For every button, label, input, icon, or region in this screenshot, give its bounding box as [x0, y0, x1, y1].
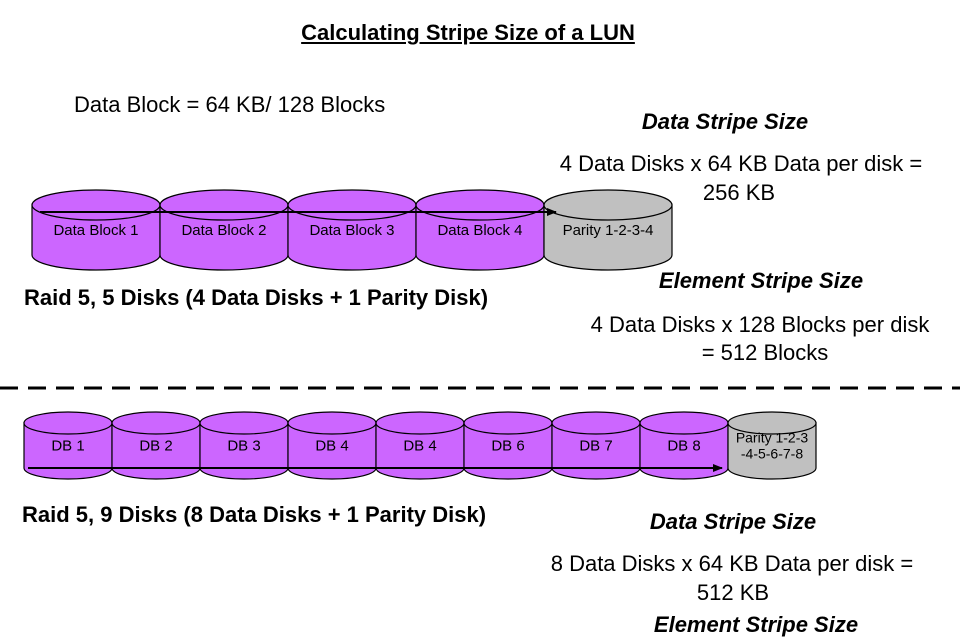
raid5-5-element-stripe-heading: Element Stripe Size: [658, 268, 864, 293]
raid5-9-disk-2-label: DB 2: [139, 438, 172, 455]
raid5-5-disk-3-body: [287, 204, 417, 271]
raid5-5-disk-1-body: [31, 204, 161, 271]
raid5-9-disk-6-top: [463, 411, 553, 435]
raid5-9-disk-7-top: [551, 411, 641, 435]
raid5-5-parity-disk-label: Parity 1-2-3-4: [563, 222, 654, 239]
raid5-9-disk-2-top: [111, 411, 201, 435]
raid5-9-disk-4-label: DB 4: [315, 438, 348, 455]
page-title: Calculating Stripe Size of a LUN: [301, 20, 635, 45]
raid5-5-disk-group: Data Block 1 Data Block 2 Data Block 3 Data…: [31, 189, 673, 271]
raid5-9-disk-7: DB 7: [551, 411, 641, 480]
raid5-5-data-stripe-line1: 4 Data Disks x 64 KB Data per disk =: [559, 151, 923, 176]
raid5-5-parity-disk-top: [543, 189, 673, 221]
raid5-5-caption: Raid 5, 5 Disks (4 Data Disks + 1 Parity…: [24, 285, 489, 310]
raid5-5-disk-4-body: [415, 204, 545, 271]
raid5-9-disk-1-top: [23, 411, 113, 435]
raid5-5-disk-1: Data Block 1: [31, 189, 161, 271]
raid5-9-disk-7-label: DB 7: [579, 438, 612, 455]
raid5-9-disk-1-label: DB 1: [51, 438, 84, 455]
raid5-9-disk-4: DB 4: [287, 411, 377, 480]
raid5-9-disk-6: DB 6: [463, 411, 553, 480]
raid5-9-caption: Raid 5, 9 Disks (8 Data Disks + 1 Parity…: [22, 502, 487, 527]
raid5-5-disk-3-top: [287, 189, 417, 221]
raid5-5-data-stripe-line2: 256 KB: [702, 180, 776, 205]
raid5-5-disk-4: Data Block 4: [415, 189, 545, 271]
raid5-9-disk-4-body: [287, 422, 377, 480]
raid5-5-data-stripe-heading: Data Stripe Size: [641, 109, 809, 134]
raid5-9-parity-disk-top: [727, 411, 817, 435]
raid5-5-disk-4-label: Data Block 4: [437, 222, 522, 239]
raid5-9-parity-disk-label: -4-5-6-7-8: [741, 446, 803, 462]
raid5-9-disk-5-label: DB 4: [403, 438, 436, 455]
raid5-5-disk-2-label: Data Block 2: [181, 222, 266, 239]
raid5-9-disk-2: DB 2: [111, 411, 201, 480]
raid5-5-disk-2: Data Block 2: [159, 189, 289, 271]
raid5-5-disk-2-top: [159, 189, 289, 221]
raid5-9-parity-disk-body: [727, 422, 817, 480]
raid5-9-data-stripe-line1: 8 Data Disks x 64 KB Data per disk =: [550, 551, 914, 576]
raid5-9-disk-4-top: [287, 411, 377, 435]
raid5-9-parity-disk-label: Parity 1-2-3: [736, 430, 809, 446]
raid5-5-element-stripe-line1: 4 Data Disks x 128 Blocks per disk: [590, 312, 930, 337]
raid5-9-disk-6-label: DB 6: [491, 438, 524, 455]
raid5-5-disk-1-label: Data Block 1: [53, 222, 138, 239]
raid5-5-disk-1-top: [31, 189, 161, 221]
raid5-9-data-stripe-heading: Data Stripe Size: [649, 509, 817, 534]
raid5-9-disk-5-body: [375, 422, 465, 480]
raid5-5-disk-3-label: Data Block 3: [309, 222, 394, 239]
raid5-5-disk-3: Data Block 3: [287, 189, 417, 271]
raid5-9-disk-8-body: [639, 422, 729, 480]
raid5-9-disk-5: DB 4: [375, 411, 465, 480]
raid5-9-data-stripe-line2: 512 KB: [696, 580, 770, 605]
raid5-9-disk-3-top: [199, 411, 289, 435]
raid5-9-disk-7-body: [551, 422, 641, 480]
raid5-9-disk-group: DB 1 DB 2 DB 3 DB 4 DB 4 DB 6 DB 7 DB 8 Parity 1…: [23, 411, 817, 480]
raid5-5-disk-4-top: [415, 189, 545, 221]
raid5-9-parity-disk: Parity 1-2-3-4-5-6-7-8: [727, 411, 817, 480]
raid5-9-disk-1-body: [23, 422, 113, 480]
raid5-5-parity-disk: Parity 1-2-3-4: [543, 189, 673, 271]
raid5-5-parity-disk-body: [543, 204, 673, 271]
raid5-9-disk-8-top: [639, 411, 729, 435]
raid5-5-element-stripe-line2: = 512 Blocks: [701, 340, 829, 365]
raid5-9-disk-3: DB 3: [199, 411, 289, 480]
data-block-note: Data Block = 64 KB/ 128 Blocks: [74, 92, 386, 117]
raid5-5-disk-2-body: [159, 204, 289, 271]
raid5-9-disk-1: DB 1: [23, 411, 113, 480]
raid5-9-disk-8: DB 8: [639, 411, 729, 480]
raid5-9-disk-3-label: DB 3: [227, 438, 260, 455]
raid5-9-disk-8-label: DB 8: [667, 438, 700, 455]
raid5-9-disk-2-body: [111, 422, 201, 480]
raid5-9-disk-6-body: [463, 422, 553, 480]
raid5-9-disk-3-body: [199, 422, 289, 480]
raid5-9-disk-5-top: [375, 411, 465, 435]
